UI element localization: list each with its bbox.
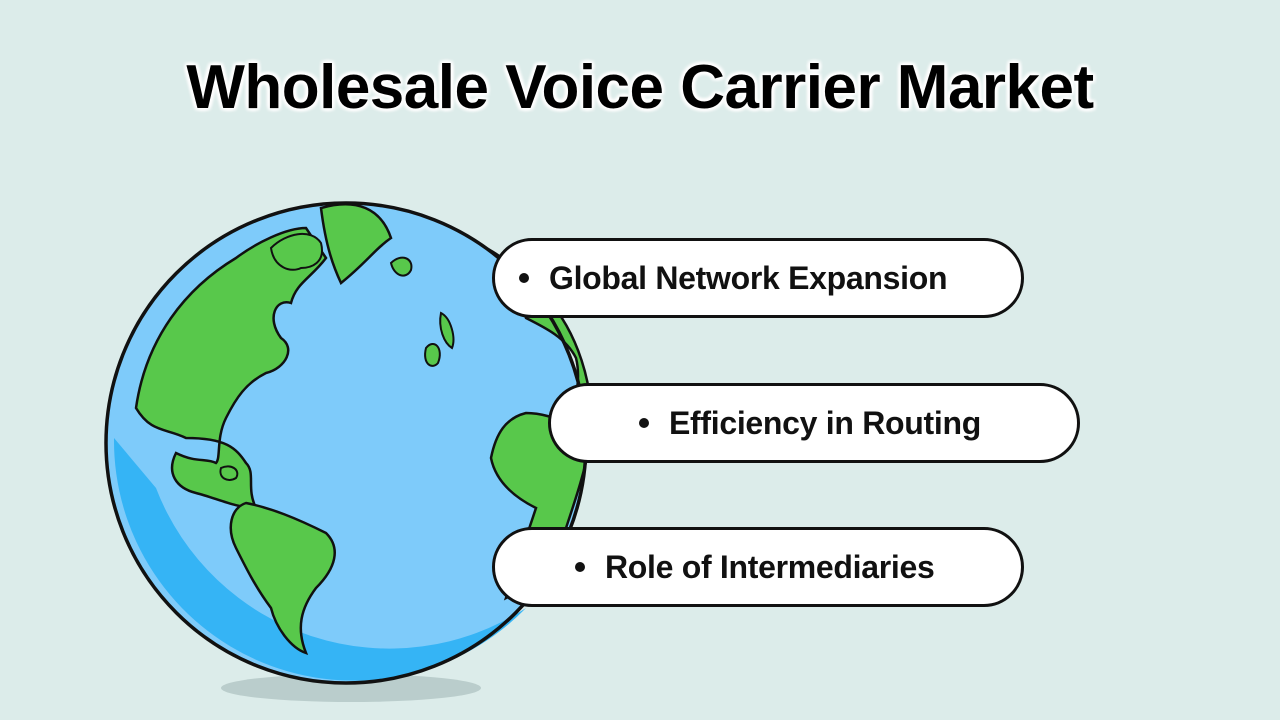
item-label: Role of Intermediaries <box>605 548 935 585</box>
item-efficiency-in-routing: Efficiency in Routing <box>548 383 1080 463</box>
item-label: Global Network Expansion <box>549 259 948 296</box>
globe-icon <box>104 201 593 702</box>
item-label: Efficiency in Routing <box>669 404 981 441</box>
bullet-icon <box>639 418 649 428</box>
page-title: Wholesale Voice Carrier Market <box>186 53 1094 122</box>
bullet-icon <box>575 562 585 572</box>
bullet-icon <box>519 273 529 283</box>
item-global-network-expansion: Global Network Expansion <box>492 238 1024 318</box>
item-role-of-intermediaries: Role of Intermediaries <box>492 527 1024 607</box>
